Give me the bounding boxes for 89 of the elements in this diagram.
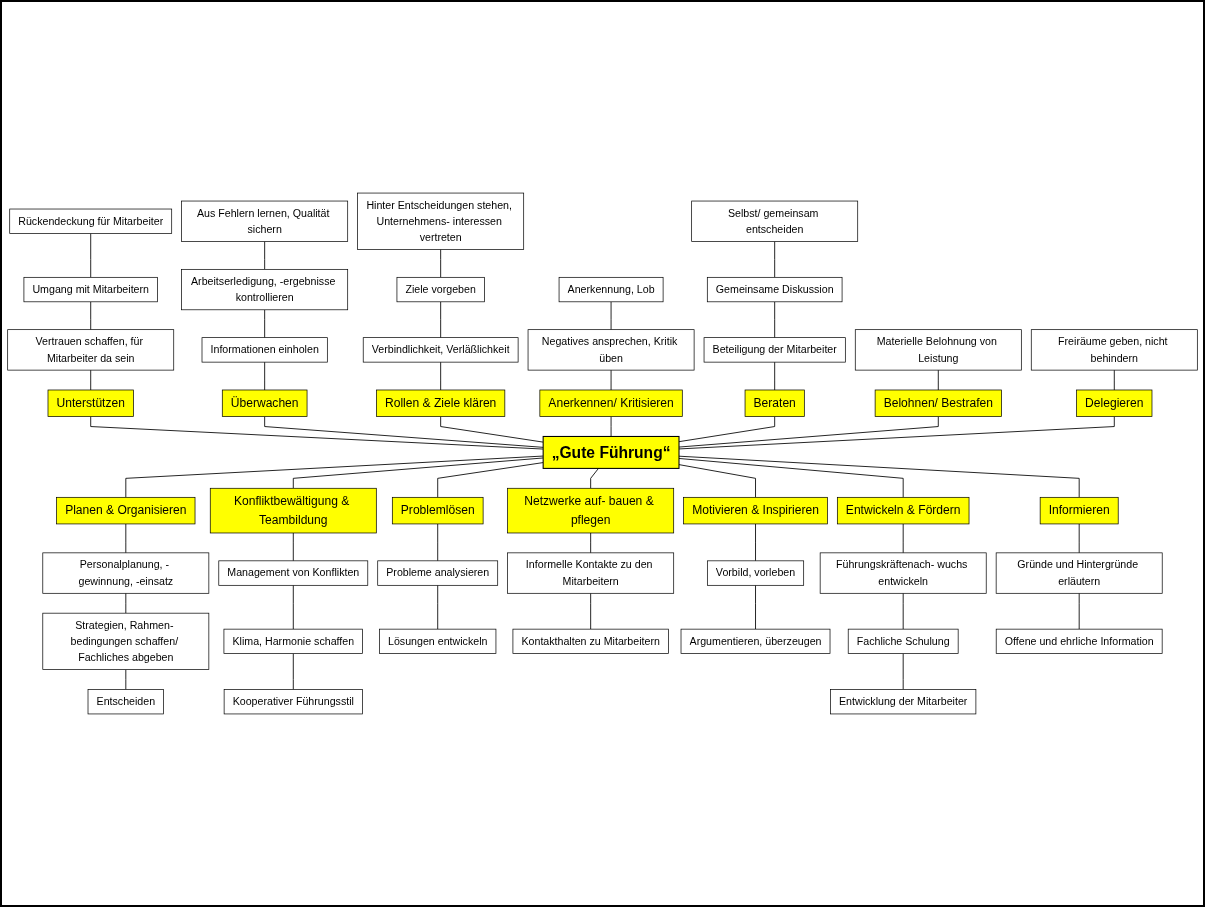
connector xyxy=(264,241,266,270)
connector xyxy=(264,309,266,339)
node-box: Beraten xyxy=(744,389,805,417)
connector xyxy=(125,455,544,498)
connector xyxy=(264,361,266,391)
node-box: Anerkennen/ Kritisieren xyxy=(539,389,683,417)
connector xyxy=(437,462,544,498)
node-box: Ziele vorgeben xyxy=(396,276,485,303)
node-box: Entwickeln & Fördern xyxy=(836,496,970,525)
node-box: Problemlösen xyxy=(391,496,484,525)
node-box: Vertrauen schaffen, für Mitarbeiter da sein xyxy=(7,329,175,371)
connector xyxy=(1078,523,1080,554)
connector xyxy=(90,416,544,450)
node-box: Unterstützen xyxy=(47,389,134,417)
node-box: Entwicklung der Mitarbeiter xyxy=(830,689,977,715)
connector xyxy=(610,301,612,331)
connector xyxy=(292,653,294,690)
node-box: Negatives ansprechen, Kritik üben xyxy=(527,329,695,371)
connector xyxy=(292,584,294,630)
connector xyxy=(610,369,612,391)
connector xyxy=(590,592,592,630)
connector xyxy=(125,669,127,690)
node-box: Strategien, Rahmen- bedingungen schaffen/ Fachliches abgeben xyxy=(42,612,210,670)
node-box: Informationen einholen xyxy=(201,337,328,363)
node-box: Informelle Kontakte zu den Mitarbeitern xyxy=(507,552,675,594)
connector xyxy=(610,416,612,437)
node-box: Hinter Entscheidungen stehen, Unternehmens- interessen vertreten xyxy=(357,192,525,250)
node-box: Rollen & Ziele klären xyxy=(376,389,506,417)
node-box: Anerkennung, Lob xyxy=(558,276,664,303)
connector xyxy=(1078,592,1080,630)
connector xyxy=(774,361,776,391)
connector xyxy=(937,369,939,391)
node-box: Delegieren xyxy=(1076,389,1153,417)
connector xyxy=(902,523,904,554)
connector xyxy=(437,584,439,630)
connector xyxy=(902,653,904,690)
node-box: Motivieren & Inspirieren xyxy=(683,496,828,525)
connector xyxy=(755,584,756,630)
connector xyxy=(774,301,776,339)
connector xyxy=(590,467,599,489)
node-box: Kooperativer Führungsstil xyxy=(223,689,363,715)
node-box: Management von Konflikten xyxy=(218,560,369,586)
connector xyxy=(264,416,544,448)
node-box: Überwachen xyxy=(221,389,308,417)
connector xyxy=(437,523,439,562)
node-box: Personalplanung, - gewinnung, -einsatz xyxy=(42,552,210,594)
connector xyxy=(292,532,294,562)
node-box: Argumentieren, überzeugen xyxy=(680,628,831,654)
connector xyxy=(755,523,756,562)
node-box: Belohnen/ Bestrafen xyxy=(874,389,1002,417)
connector xyxy=(90,233,92,278)
connector xyxy=(590,532,592,554)
connector xyxy=(902,592,904,630)
node-box: Klima, Harmonie schaffen xyxy=(223,628,363,654)
connector xyxy=(440,249,442,278)
node-box: Konfliktbewältigung & Teambildung xyxy=(209,487,377,534)
node-box: Führungskräftenach- wuchs entwickeln xyxy=(819,552,987,594)
connector xyxy=(292,457,544,489)
node-box: Materielle Belohnung von Leistung xyxy=(854,329,1022,371)
connector xyxy=(440,416,544,443)
connector xyxy=(90,301,92,331)
node-box: Aus Fehlern lernen, Qualität sichern xyxy=(181,200,349,242)
node-box: Freiräume geben, nicht behindern xyxy=(1030,329,1198,371)
node-box: „Gute Führung“ xyxy=(542,435,680,469)
node-box: Arbeitserledigung, -ergebnisse kontrollieren xyxy=(181,269,349,311)
node-box: Gemeinsame Diskussion xyxy=(706,276,843,303)
connector xyxy=(440,301,442,339)
connector xyxy=(1113,369,1115,391)
connector xyxy=(125,592,127,614)
node-box: Kontakthalten zu Mitarbeitern xyxy=(512,628,669,654)
connector xyxy=(774,241,776,278)
node-box: Rückendeckung für Mitarbeiter xyxy=(9,208,173,234)
node-box: Offene und ehrliche Information xyxy=(995,628,1163,654)
connector xyxy=(125,523,127,554)
node-box: Selbst/ gemeinsam entscheiden xyxy=(691,200,859,242)
node-box: Fachliche Schulung xyxy=(847,628,959,654)
node-box: Gründe und Hintergründe erläutern xyxy=(995,552,1163,594)
node-box: Probleme analysieren xyxy=(377,560,499,586)
node-box: Lösungen entwickeln xyxy=(379,628,497,654)
node-box: Informieren xyxy=(1039,496,1119,525)
node-box: Planen & Organisieren xyxy=(56,496,196,525)
node-box: Verbindlichkeit, Verläßlichkeit xyxy=(362,337,519,363)
node-box: Vorbild, vorleben xyxy=(707,560,805,586)
node-box: Netzwerke auf- bauen & pflegen xyxy=(507,487,675,534)
node-box: Beteiligung der Mitarbeiter xyxy=(703,337,846,363)
connector xyxy=(90,369,92,391)
node-box: Entscheiden xyxy=(87,689,164,715)
connector xyxy=(440,361,442,391)
node-box: Umgang mit Mitarbeitern xyxy=(23,276,158,303)
